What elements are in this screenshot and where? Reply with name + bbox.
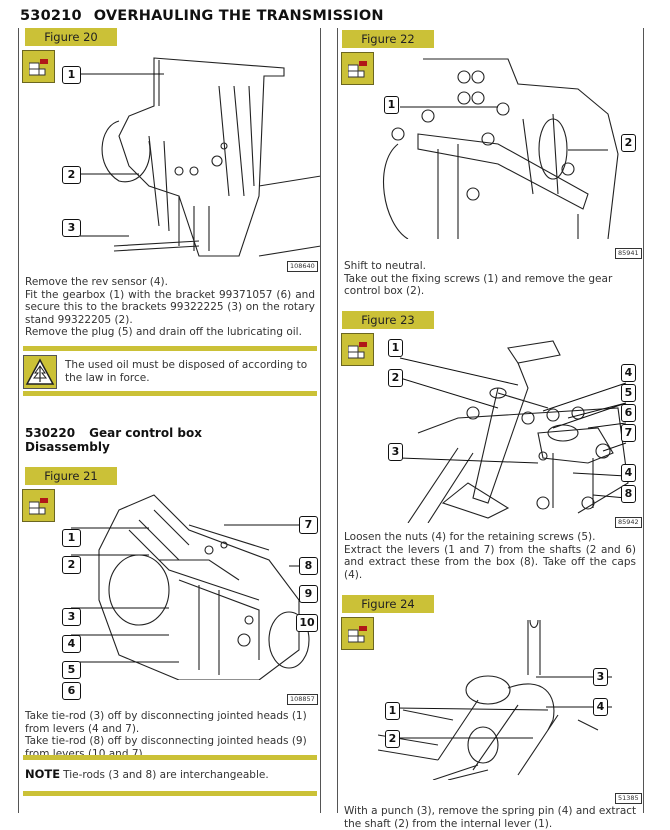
figure-21-instructions: Take tie-rod (3) off by disconnecting jo…	[25, 710, 315, 760]
divider-bar	[23, 391, 317, 396]
page-title-text: OVERHAULING THE TRANSMISSION	[93, 8, 384, 24]
figure-21-callout-4: 4	[62, 635, 81, 653]
figure-20-label: Figure 20	[25, 28, 117, 46]
figure-23-callout-1: 1	[388, 339, 403, 357]
figure-23-callout-4b: 4	[621, 464, 636, 482]
right-column: Figure 22 1 2 85941 Shift to neutral. Ta…	[337, 28, 644, 830]
figure-21-callout-8: 8	[299, 557, 318, 575]
disassembly-tool-icon	[341, 617, 374, 650]
page-title: 530210 OVERHAULING THE TRANSMISSION	[20, 8, 384, 24]
figure-22-label: Figure 22	[342, 30, 434, 48]
instruction-line: Remove the rev sensor (4).	[25, 276, 168, 288]
figure-24-callout-3: 3	[593, 668, 608, 686]
instruction-line: Take out the fixing screws (1) and remov…	[344, 272, 613, 298]
disassembly-tool-icon	[341, 52, 374, 85]
left-column: Figure 20 1 2 3 108640 Remove the rev s	[18, 28, 321, 813]
figure-23-label: Figure 23	[342, 311, 434, 329]
figure-20-callout-1: 1	[62, 66, 81, 84]
figure-24-instructions: With a punch (3), remove the spring pin …	[344, 805, 639, 830]
instruction-line: Extract the levers (1 and 7) from the sh…	[344, 543, 636, 581]
divider-bar	[23, 791, 317, 796]
instruction-line: With a punch (3), remove the spring pin …	[344, 805, 637, 830]
figure-24-spring-pin-drawing	[378, 620, 612, 780]
figure-21-callout-2: 2	[62, 556, 81, 574]
instruction-line: Remove the plug (5) and drain off the lu…	[25, 326, 302, 338]
page-title-code: 530210	[20, 8, 82, 24]
figure-20-callout-3: 3	[62, 219, 81, 237]
figure-21-callout-5: 5	[62, 661, 81, 679]
figure-23-levers-drawing	[399, 340, 629, 523]
figure-23-callout-4: 4	[621, 364, 636, 382]
figure-22-ref-number: 85941	[615, 248, 642, 259]
section-subtitle: Disassembly	[25, 440, 110, 454]
section-code: 530220	[25, 426, 76, 440]
figure-23-ref-number: 85942	[615, 517, 642, 528]
figure-23-callout-8: 8	[621, 485, 636, 503]
divider-bar	[23, 346, 317, 351]
figure-22-callout-2: 2	[621, 134, 636, 152]
figure-21-label: Figure 21	[25, 467, 117, 485]
figure-24-callout-4: 4	[593, 698, 608, 716]
figure-23-callout-7: 7	[621, 424, 636, 442]
figure-22-gear-control-box-drawing	[382, 58, 619, 239]
figure-23-callout-2: 2	[388, 369, 403, 387]
disassembly-tool-icon	[22, 489, 55, 522]
instruction-line: Shift to neutral.	[344, 260, 426, 272]
figure-23-instructions: Loosen the nuts (4) for the retaining sc…	[344, 531, 636, 581]
figure-20-transmission-drawing	[71, 57, 321, 257]
figure-24-callout-2: 2	[385, 730, 400, 748]
environment-warning-icon	[23, 355, 57, 389]
figure-22-instructions: Shift to neutral. Take out the fixing sc…	[344, 260, 636, 298]
divider-bar	[23, 755, 317, 760]
figure-21-callout-6: 6	[62, 682, 81, 700]
figure-20-ref-number: 108640	[287, 261, 318, 272]
figure-21-callout-7: 7	[299, 516, 318, 534]
figure-22-callout-1: 1	[384, 96, 399, 114]
figure-20-instructions: Remove the rev sensor (4). Fit the gearb…	[25, 276, 315, 339]
figure-24-ref-number: 51385	[615, 793, 642, 804]
figure-21-callout-3: 3	[62, 608, 81, 626]
figure-23-callout-3: 3	[388, 443, 403, 461]
section-title: Gear control box	[89, 426, 202, 440]
disassembly-tool-icon	[22, 50, 55, 83]
figure-20-callout-2: 2	[62, 166, 81, 184]
figure-21-callout-9: 9	[299, 585, 318, 603]
figure-23-callout-5: 5	[621, 384, 636, 402]
disassembly-tool-icon	[341, 333, 374, 366]
note-label: NOTE	[25, 767, 61, 781]
figure-24-callout-1: 1	[385, 702, 400, 720]
warning-text: The used oil must be disposed of accordi…	[65, 359, 308, 384]
figure-21-ref-number: 108857	[287, 694, 318, 705]
figure-21-callout-10: 10	[296, 614, 318, 632]
figure-23-callout-6: 6	[621, 404, 636, 422]
instruction-line: Take tie-rod (3) off by disconnecting jo…	[25, 710, 307, 735]
section-heading: 530220 Gear control box Disassembly	[25, 426, 202, 454]
note-text: Tie-rods (3 and 8) are interchangeable.	[63, 769, 269, 781]
instruction-line: Fit the gearbox (1) with the bracket 993…	[25, 288, 315, 326]
figure-21-callout-1: 1	[62, 529, 81, 547]
instruction-line: Loosen the nuts (4) for the retaining sc…	[344, 531, 596, 543]
figure-24-label: Figure 24	[342, 595, 434, 613]
figure-21-gearbox-drawing	[71, 494, 311, 680]
